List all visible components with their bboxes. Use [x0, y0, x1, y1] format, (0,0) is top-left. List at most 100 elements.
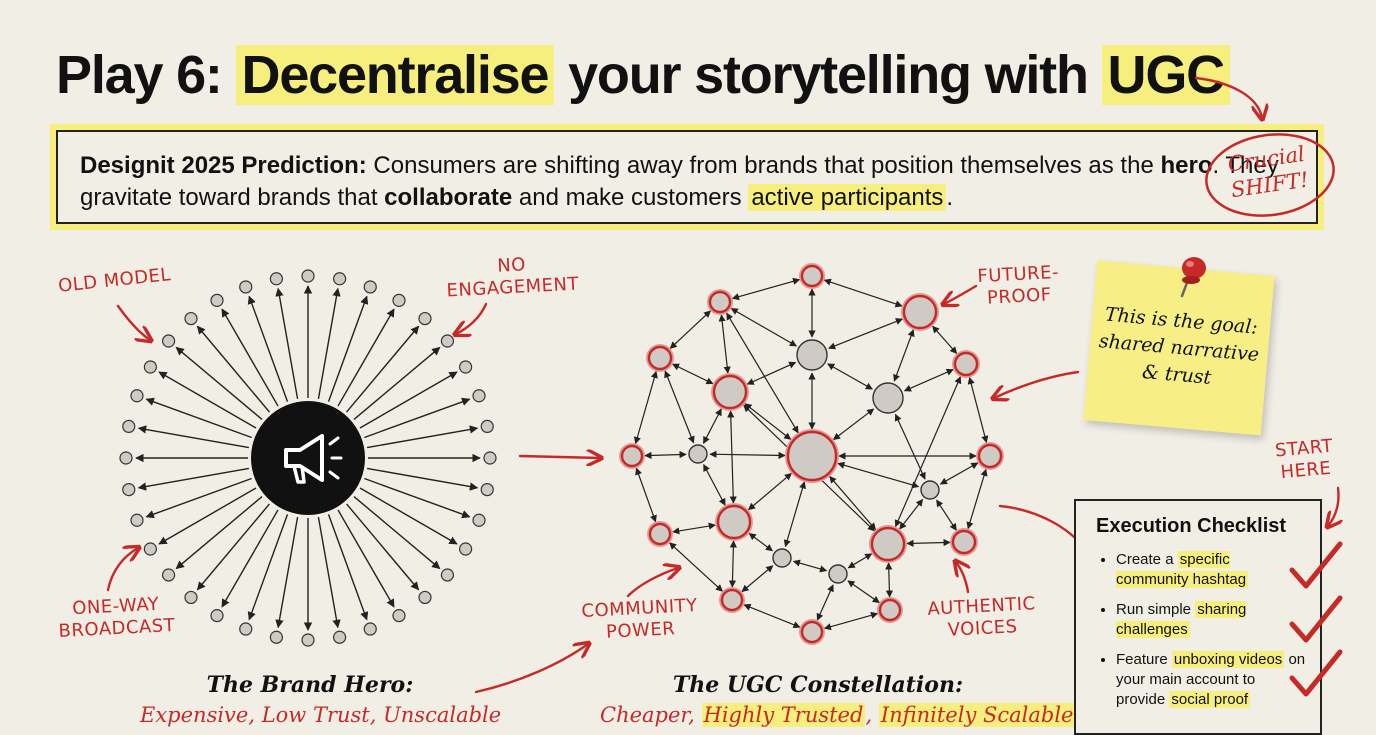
broadcast-arrow [145, 477, 252, 519]
audience-node [418, 311, 432, 326]
ugc-link [893, 329, 915, 382]
ugc-link [731, 277, 801, 301]
audience-node [161, 334, 176, 348]
ugc-link [847, 553, 873, 569]
crucial-shift-oval [1205, 133, 1335, 217]
broadcast-arrow [346, 325, 420, 413]
item2-text: Run simple [1116, 601, 1196, 618]
ugc-node [977, 443, 1003, 469]
ugc-link [894, 376, 962, 528]
audience-node [122, 419, 136, 433]
arrow-to-ugc [518, 456, 600, 458]
checklist-item-hashtag: Create a specific community hashtag [1116, 550, 1306, 590]
audience-node [269, 630, 283, 644]
ugc-sub-trusted: Highly Trusted [701, 703, 866, 727]
ugc-node [688, 444, 708, 464]
ugc-link [832, 408, 875, 441]
no-engagement-label: NO ENGAGEMENT [445, 252, 580, 303]
broadcast-arrow [364, 477, 471, 519]
audience-node [143, 542, 157, 556]
broadcast-arrow [337, 308, 395, 407]
prediction-text-3: and make customers [512, 184, 749, 211]
ugc-link [936, 499, 957, 531]
prediction-bold-hero: hero [1160, 152, 1213, 179]
checklist-title: Execution Checklist [1096, 515, 1287, 537]
ugc-link [644, 450, 687, 460]
brand-hero-subtitle: Expensive, Low Trust, Unscalable [140, 703, 502, 727]
ugc-link [903, 368, 954, 392]
broadcast-arrow [366, 467, 479, 491]
ugc-node [828, 564, 848, 584]
arrow-one-way [106, 548, 138, 592]
arrow-start-here [1328, 486, 1339, 526]
prediction-text-2: . They gravitate toward brands that [80, 152, 1279, 211]
brand-hero-caption: The Brand Hero: Expensive, Low Trust, Un… [140, 670, 502, 730]
ugc-node [647, 345, 673, 371]
start-here-label: START HERE [1274, 436, 1336, 485]
audience-node [119, 451, 133, 465]
ugc-node [620, 444, 644, 468]
audience-node [301, 633, 315, 647]
ugc-node [772, 548, 792, 568]
audience-node [122, 483, 136, 497]
audience-node [333, 630, 347, 644]
arrow-future-proof [944, 284, 978, 304]
arrow-no-engagement [456, 302, 488, 334]
ugc-link [966, 468, 988, 530]
ugc-link [633, 370, 658, 445]
ugc-sep-1: , [688, 703, 702, 727]
ugc-node [872, 382, 904, 414]
ugc-link [827, 363, 873, 390]
broadcast-arrow [346, 503, 420, 591]
broadcast-arrow [175, 346, 263, 420]
broadcast-arrow [359, 487, 458, 545]
ugc-node [720, 588, 744, 612]
page-title: Play 6: Decentralise your storytelling w… [56, 42, 1230, 108]
checkmark-icon [1289, 649, 1343, 697]
ugc-title: The UGC Constellation: [672, 672, 964, 698]
ugc-link [748, 532, 773, 552]
prediction-bold-collaborate: collaborate [384, 184, 513, 211]
annotation-arrows [106, 76, 1339, 694]
ugc-link [792, 559, 828, 573]
ugc-link [828, 318, 904, 350]
prediction-highlight: active participants [748, 184, 947, 211]
audience-node [480, 483, 494, 497]
broadcast-arrow [327, 295, 369, 402]
ugc-link [939, 462, 979, 485]
ugc-link [899, 498, 924, 530]
checkmark-icon [1289, 541, 1343, 589]
broadcast-arrow [137, 425, 250, 449]
execution-checklist: Execution Checklist Create a specific co… [1074, 499, 1322, 735]
community-power-label: COMMUNITY POWER [581, 595, 699, 645]
broadcast-arrow [247, 295, 289, 402]
broadcast-arrow [221, 509, 279, 608]
audience-node [459, 360, 473, 374]
prediction-text-1: Consumers are shifting away from brands … [366, 152, 1161, 179]
ugc-link [727, 410, 737, 504]
title-highlight-decentralise: Decentralise [235, 45, 555, 105]
audience-node [143, 360, 157, 374]
ugc-node [712, 374, 748, 410]
arrow-old-model [116, 304, 150, 340]
audience-node [363, 622, 377, 636]
future-proof-line-2: PROOF [986, 284, 1053, 309]
audience-node [269, 272, 283, 286]
ugc-node [800, 620, 824, 644]
future-proof-label: FUTURE- PROOF [977, 262, 1061, 310]
arrow-authentic [956, 562, 968, 594]
ugc-subtitle: Cheaper, Highly Trusted, Infinitely Scal… [600, 700, 1076, 730]
ugc-node [920, 480, 940, 500]
audience-node [480, 419, 494, 433]
ugc-link [837, 461, 920, 489]
audience-node [363, 280, 377, 294]
title-middle: your storytelling with [554, 45, 1102, 105]
ugc-link [672, 522, 716, 535]
audience-node [239, 280, 253, 294]
checkmark-icon [1289, 595, 1343, 643]
broadcast-arrow [353, 496, 441, 570]
ugc-node [648, 522, 672, 546]
audience-node [392, 293, 406, 307]
broadcast-arrow [327, 514, 369, 621]
broadcast-arrow [275, 287, 299, 400]
